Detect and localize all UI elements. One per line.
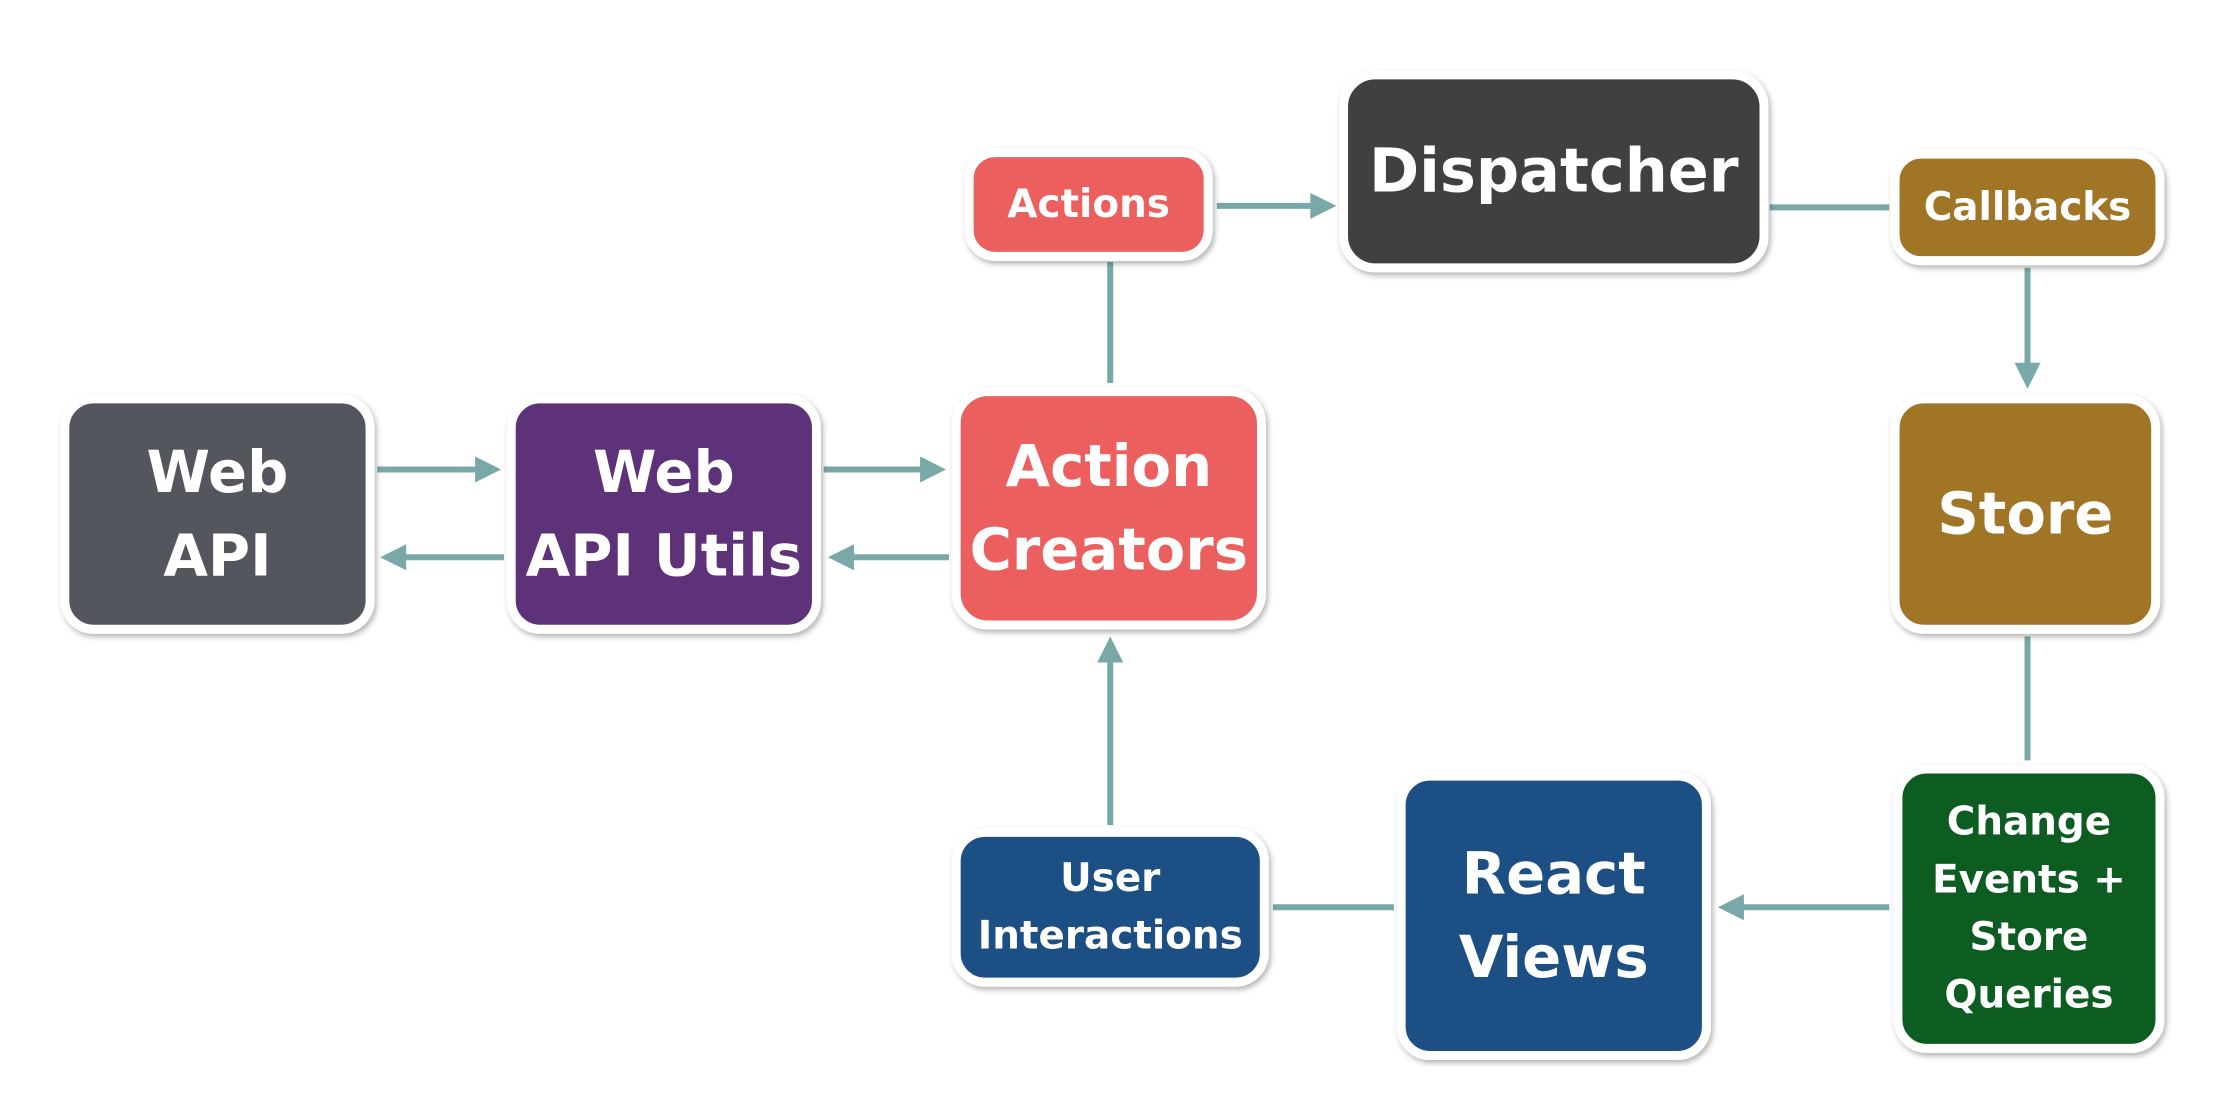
connectors: [377, 192, 2041, 921]
connector-action-creators-to-web-api-utils: [828, 544, 949, 571]
change-events-label-line: Events +: [1932, 857, 2126, 902]
web-api-label-line: API: [163, 522, 271, 589]
connector-callbacks-to-store: [2014, 267, 2041, 389]
web-api-utils-label-line: Web: [593, 439, 735, 506]
store-node: Store: [1890, 394, 2161, 634]
user-interactions-label-line: Interactions: [978, 914, 1243, 959]
connector-web-api-utils-to-action-creators: [823, 456, 947, 483]
react-views-label-line: Views: [1459, 924, 1649, 991]
store-box: [1890, 394, 2161, 634]
arrowhead-icon: [1310, 192, 1337, 219]
arrowhead-icon: [920, 456, 947, 483]
arrowhead-icon: [475, 456, 502, 483]
arrowhead-icon: [828, 544, 854, 571]
action-creators-box: [951, 387, 1266, 630]
store-label-line: Store: [1937, 481, 2113, 548]
dispatcher-box: [1339, 70, 1769, 273]
actions-node: Actions: [964, 148, 1213, 261]
web-api-utils-label-line: API Utils: [526, 522, 802, 589]
actions-label-line: Actions: [1007, 182, 1170, 227]
change-events-label-line: Store: [1970, 915, 2089, 960]
connector-web-api-utils-to-web-api: [380, 544, 504, 571]
connector-web-api-to-web-api-utils: [377, 456, 502, 483]
user-interactions-box: [951, 827, 1269, 987]
connector-change-events-to-react-views: [1717, 894, 1890, 921]
web-api-utils-box: [506, 394, 821, 634]
callbacks-box: [1890, 149, 2165, 266]
arrowhead-icon: [380, 544, 407, 571]
dispatcher-label-line: Dispatcher: [1369, 136, 1739, 206]
react-views-box: [1396, 771, 1711, 1061]
react-views-label-line: React: [1462, 841, 1646, 908]
arrowhead-icon: [1717, 894, 1744, 921]
action-creators-label-line: Action: [1006, 433, 1213, 500]
change-events-box: [1893, 764, 2165, 1053]
web-api-label-line: Web: [147, 439, 289, 506]
dispatcher-node: Dispatcher: [1339, 70, 1769, 273]
user-interactions-label-line: User: [1060, 856, 1161, 901]
connector-actions-to-dispatcher: [1216, 192, 1337, 219]
change-events-label-line: Change: [1947, 800, 2111, 845]
arrowhead-icon: [2014, 362, 2041, 389]
connector-user-interactions-to-action-creators: [1097, 636, 1124, 826]
change-events-label-line: Queries: [1944, 973, 2113, 1018]
arrowhead-icon: [1097, 636, 1124, 663]
actions-box: [964, 148, 1213, 261]
callbacks-node: Callbacks: [1890, 149, 2165, 266]
web-api-box: [60, 394, 375, 634]
action-creators-label-line: Creators: [970, 517, 1248, 584]
callbacks-label-line: Callbacks: [1924, 185, 2132, 230]
